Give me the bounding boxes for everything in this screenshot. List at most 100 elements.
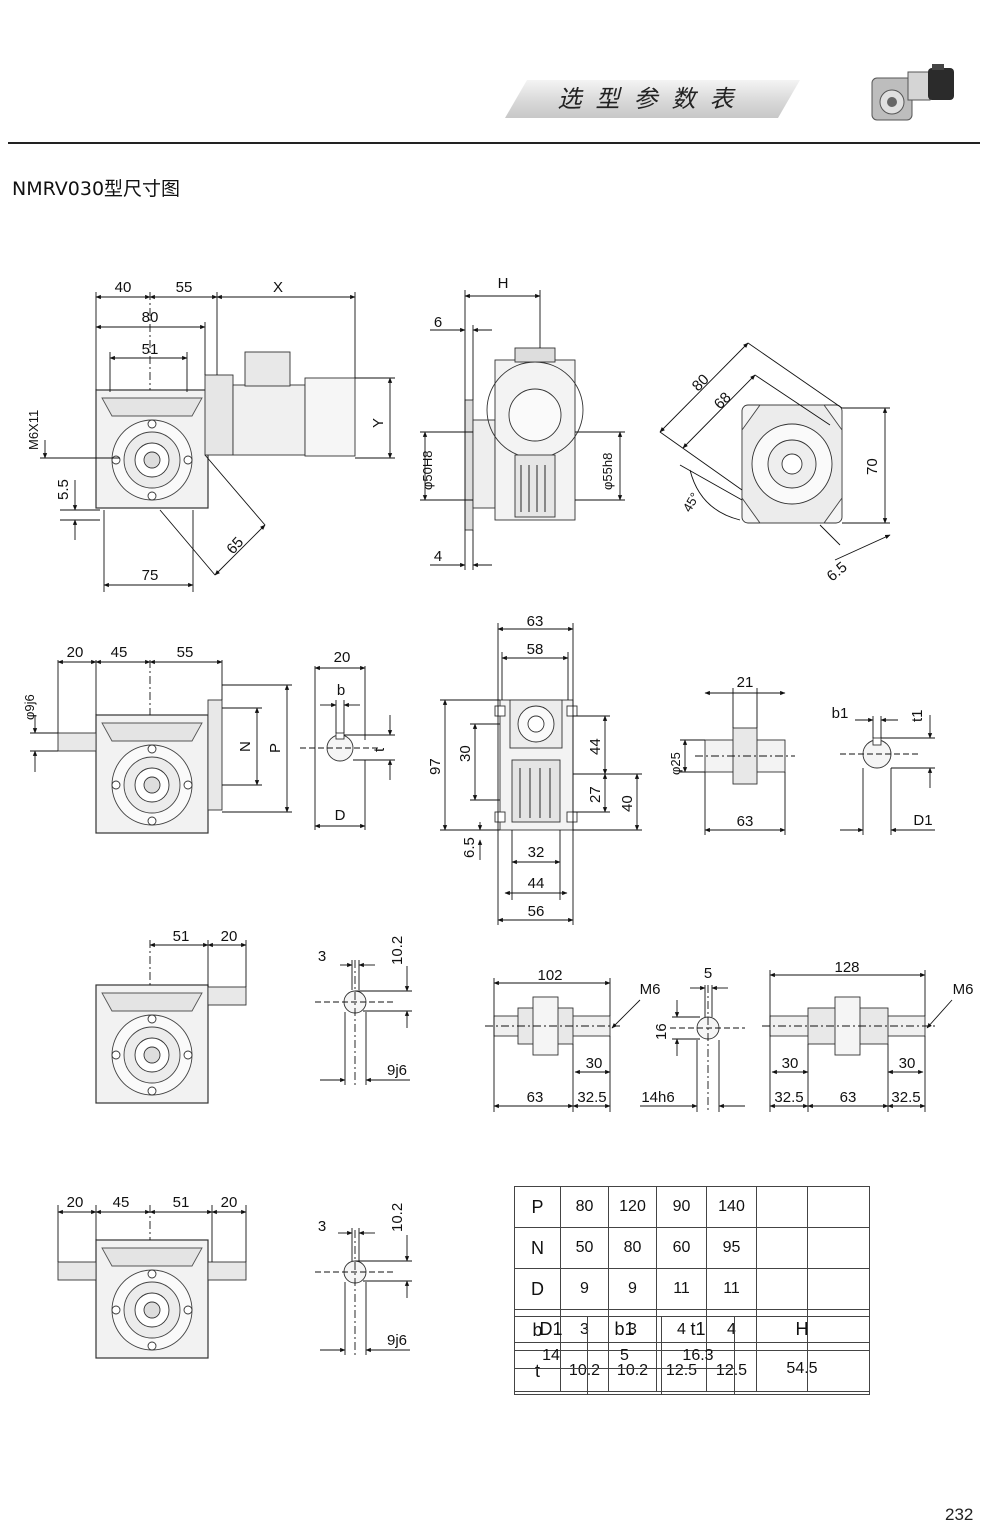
banner-title: 选型参数表 xyxy=(557,85,748,113)
table-row-label: D xyxy=(514,1268,561,1310)
dim-label: φ50H8 xyxy=(420,450,435,490)
table-cell: 60 xyxy=(656,1227,707,1269)
table-cell: 54.5 xyxy=(734,1342,870,1395)
dim-label: φ25 xyxy=(668,752,683,775)
table-cell xyxy=(807,1268,870,1310)
dim-label: 58 xyxy=(527,641,544,658)
dim-label: 4 xyxy=(434,548,442,565)
table-cell: t1 xyxy=(661,1316,735,1343)
hollow-key-view xyxy=(840,715,935,835)
table-cell: 14 xyxy=(514,1342,588,1369)
table-cell: 11 xyxy=(656,1268,707,1310)
dim-label: 70 xyxy=(864,458,881,475)
dim-label: 55 xyxy=(177,644,194,661)
dim-label: D xyxy=(335,807,346,824)
output-key-view xyxy=(640,985,745,1112)
parameter-table-lower: D1 b1 t1 H 14 5 16.3 54.5 xyxy=(514,1316,870,1395)
table-cell: 9 xyxy=(608,1268,657,1310)
dim-label: 55 xyxy=(176,279,193,296)
table-cell: 95 xyxy=(706,1227,757,1269)
dim-label: 32.5 xyxy=(774,1089,803,1106)
table-cell xyxy=(756,1186,808,1228)
dim-label: 40 xyxy=(619,795,636,812)
dim-label: 56 xyxy=(528,903,545,920)
page-number: 232 xyxy=(945,1505,974,1524)
dim-label: φ9j6 xyxy=(22,694,37,720)
table-cell: b1 xyxy=(587,1316,662,1343)
dim-label: 9j6 xyxy=(387,1332,407,1349)
dim-label: M6X11 xyxy=(26,410,41,450)
table-cell: 16.3 xyxy=(661,1342,735,1369)
dim-label: M6 xyxy=(640,981,661,998)
table-row-label: P xyxy=(514,1186,561,1228)
dim-label: Y xyxy=(370,418,387,428)
dim-label: 75 xyxy=(142,567,159,584)
dim-label: 30 xyxy=(457,745,474,762)
double-input-view xyxy=(57,1205,247,1359)
dim-label: t1 xyxy=(909,709,926,722)
table-cell xyxy=(514,1368,588,1395)
dim-label: 6.5 xyxy=(824,559,851,585)
dim-label: 63 xyxy=(840,1089,857,1106)
dim-label: 63 xyxy=(737,813,754,830)
dim-label: 102 xyxy=(537,967,562,984)
dim-label: 10.2 xyxy=(389,936,406,965)
dim-label: 5 xyxy=(704,965,712,982)
dim-label: 45 xyxy=(111,644,128,661)
single-key-view xyxy=(315,960,412,1085)
dim-label: X xyxy=(273,279,283,296)
dim-label: 6.5 xyxy=(461,837,478,858)
dim-label: 63 xyxy=(527,1089,544,1106)
dim-label: 3 xyxy=(318,948,326,965)
dim-label: 21 xyxy=(737,674,754,691)
table-cell: 80 xyxy=(560,1186,609,1228)
dim-label: 45 xyxy=(113,1194,130,1211)
table-cell: H xyxy=(734,1316,870,1343)
dim-label: 30 xyxy=(782,1055,799,1072)
header-banner xyxy=(505,80,800,118)
output-shaft-single-view xyxy=(485,978,641,1112)
table-cell: 11 xyxy=(706,1268,757,1310)
dim-label: 20 xyxy=(334,649,351,666)
dim-label: 5.5 xyxy=(55,479,72,500)
dim-label: 68 xyxy=(711,389,735,413)
motor-side-view xyxy=(40,292,395,592)
table-cell xyxy=(661,1368,735,1395)
page-title: NMRV030型尺寸图 xyxy=(12,178,181,200)
table-row-label: N xyxy=(514,1227,561,1269)
dim-label: φ55h8 xyxy=(600,453,615,490)
dim-label: 80 xyxy=(142,309,159,326)
dim-label: 51 xyxy=(142,341,159,358)
dim-label: D1 xyxy=(913,812,932,829)
dim-label: 65 xyxy=(223,534,247,558)
table-row: 14 5 16.3 54.5 xyxy=(514,1342,870,1395)
dim-label: 20 xyxy=(67,644,84,661)
dim-label: 9j6 xyxy=(387,1062,407,1079)
table-cell: 80 xyxy=(608,1227,657,1269)
dim-label: 3 xyxy=(318,1218,326,1235)
table-cell: 50 xyxy=(560,1227,609,1269)
dim-label: 44 xyxy=(587,738,604,755)
flange-view xyxy=(659,342,891,561)
dim-label: 32.5 xyxy=(891,1089,920,1106)
dim-label: b1 xyxy=(832,705,849,722)
dim-label: 27 xyxy=(587,786,604,803)
table-cell: 120 xyxy=(608,1186,657,1228)
table-row xyxy=(514,1368,870,1395)
worm-gear-motor-photo-icon xyxy=(871,64,954,121)
table-cell: 140 xyxy=(706,1186,757,1228)
dim-label: 10.2 xyxy=(389,1203,406,1232)
hollow-shaft-view xyxy=(680,688,795,835)
dim-label: 51 xyxy=(173,1194,190,1211)
header-rule xyxy=(8,142,980,144)
dim-label: 44 xyxy=(528,875,545,892)
dim-label: N xyxy=(237,741,254,752)
output-shaft-double-view xyxy=(762,970,953,1112)
dim-label: 51 xyxy=(173,928,190,945)
dim-label: 20 xyxy=(67,1194,84,1211)
table-cell: D1 xyxy=(514,1316,588,1343)
